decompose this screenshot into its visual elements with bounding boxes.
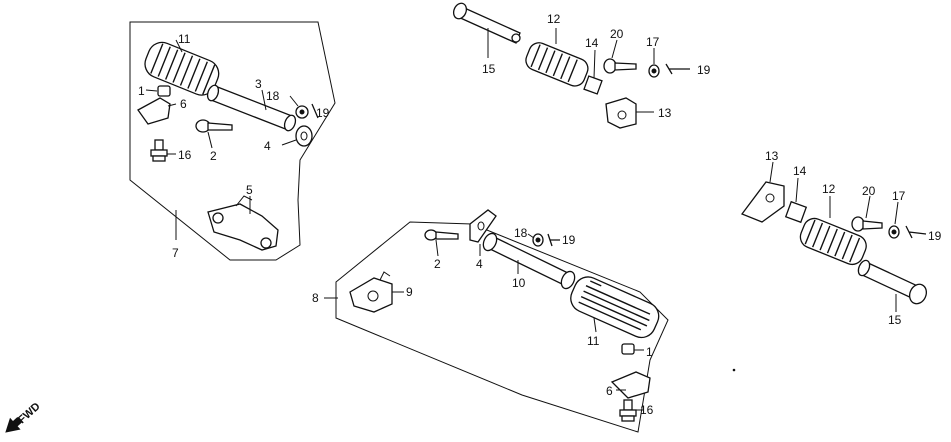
footpeg-rubber-12-right bbox=[799, 217, 867, 266]
callout-16-left: 16 bbox=[178, 148, 192, 162]
bracket-9 bbox=[349, 271, 393, 313]
callout-9: 9 bbox=[406, 285, 413, 299]
leader-20a bbox=[611, 39, 618, 59]
bracket-5 bbox=[207, 195, 279, 251]
cotter-pin-19-left bbox=[311, 103, 319, 119]
plate-4-center bbox=[469, 209, 497, 243]
callout-5: 5 bbox=[246, 183, 253, 197]
cotter-pin-19-center bbox=[547, 233, 560, 247]
callout-18-left: 18 bbox=[266, 89, 280, 103]
callout-15-right: 15 bbox=[888, 313, 902, 327]
fwd-label: FWD bbox=[16, 401, 43, 427]
callout-8: 8 bbox=[312, 291, 319, 305]
leader-11b bbox=[593, 317, 597, 333]
leader-17b bbox=[894, 201, 899, 225]
callout-20-top: 20 bbox=[610, 27, 624, 41]
leader-2b bbox=[435, 239, 439, 257]
leader-3 bbox=[261, 89, 267, 111]
callout-1-left: 1 bbox=[138, 84, 145, 98]
footpeg-rubber-12-top bbox=[525, 42, 589, 87]
pivot-pin-2-left bbox=[195, 119, 233, 133]
detent-ball-1-left bbox=[157, 85, 171, 97]
callout-18-center: 18 bbox=[514, 226, 528, 240]
leader-6a bbox=[167, 103, 177, 107]
assembly-7-outline bbox=[129, 21, 336, 261]
footpeg-shaft-15-right bbox=[857, 259, 928, 305]
footpeg-rubber-11-left bbox=[144, 41, 220, 96]
callout-19-right: 19 bbox=[928, 229, 942, 243]
assembly-8-outline bbox=[335, 221, 669, 433]
callout-20-right: 20 bbox=[862, 184, 876, 198]
leader-1a bbox=[145, 89, 158, 92]
washer-18-center bbox=[532, 233, 544, 247]
callout-13-top: 13 bbox=[658, 106, 672, 120]
callout-12-right: 12 bbox=[822, 182, 836, 196]
leader-11a bbox=[175, 39, 183, 53]
callout-6-left: 6 bbox=[180, 97, 187, 111]
spring-plate-6-left bbox=[137, 97, 171, 125]
callout-17-top: 17 bbox=[646, 35, 660, 49]
callout-11-center: 11 bbox=[587, 334, 600, 348]
callout-6-center: 6 bbox=[606, 384, 613, 398]
washer-17-right bbox=[888, 225, 900, 239]
callout-19-center: 19 bbox=[562, 233, 576, 247]
callout-3: 3 bbox=[255, 77, 262, 91]
leader-13b bbox=[769, 161, 774, 183]
leader-4a bbox=[281, 139, 297, 146]
collar-14-right bbox=[784, 200, 808, 224]
bolt-16-center bbox=[619, 399, 637, 422]
pin-20-right bbox=[851, 216, 883, 232]
detent-ball-1-center bbox=[621, 343, 635, 355]
callout-2-left: 2 bbox=[210, 149, 217, 163]
callout-17-right: 17 bbox=[892, 189, 906, 203]
callout-19-top: 19 bbox=[697, 63, 711, 77]
callout-2-center: 2 bbox=[434, 257, 441, 271]
callout-4-left: 4 bbox=[264, 139, 271, 153]
callout-19-left: 19 bbox=[316, 106, 330, 120]
holder-13-right bbox=[740, 181, 785, 223]
holder-13-top bbox=[605, 97, 637, 129]
callout-10: 10 bbox=[512, 276, 526, 290]
leader-2a bbox=[207, 131, 213, 149]
leader-14a bbox=[593, 49, 596, 79]
washer-4-left bbox=[295, 125, 313, 147]
cotter-pin-19-right bbox=[905, 225, 927, 239]
callout-14-top: 14 bbox=[585, 36, 599, 50]
leader-20b bbox=[865, 195, 871, 219]
spring-plate-6-center bbox=[610, 371, 651, 399]
washer-17-top bbox=[648, 64, 660, 78]
footpeg-shaft-15-top bbox=[452, 2, 521, 44]
bolt-16-left bbox=[150, 139, 168, 162]
leader-14b bbox=[795, 177, 799, 203]
pin-20-top bbox=[603, 58, 637, 74]
callout-11-left: 11 bbox=[178, 32, 191, 46]
callout-12-top: 12 bbox=[547, 12, 561, 26]
callout-1-center: 1 bbox=[646, 345, 653, 359]
leader-18a bbox=[289, 95, 299, 107]
footpeg-bar-10 bbox=[482, 232, 576, 290]
footpeg-bar-3 bbox=[206, 84, 297, 132]
callout-14-right: 14 bbox=[793, 164, 807, 178]
callout-15-top: 15 bbox=[482, 62, 496, 76]
pivot-pin-2-center bbox=[424, 229, 459, 241]
leader-18b bbox=[527, 233, 535, 239]
callout-16-center: 16 bbox=[640, 403, 654, 417]
forward-direction-arrow bbox=[5, 417, 23, 433]
callout-4-center: 4 bbox=[476, 257, 483, 271]
callout-13-right: 13 bbox=[765, 149, 779, 163]
collar-14-top bbox=[583, 75, 603, 95]
stray-mark bbox=[732, 368, 736, 372]
cotter-pin-19-top bbox=[665, 63, 690, 75]
callout-7: 7 bbox=[172, 246, 179, 260]
footpeg-rubber-11-center bbox=[570, 276, 660, 339]
